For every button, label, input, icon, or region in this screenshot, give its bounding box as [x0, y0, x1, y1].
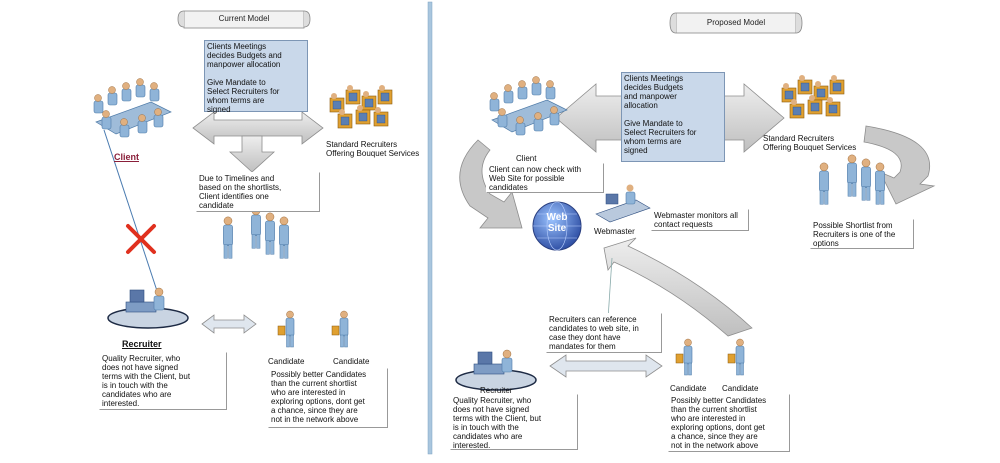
left-standard-recruiters-cubes: [329, 85, 393, 129]
left-timelines-box: Due to Timelines and based on the shortl…: [196, 172, 320, 212]
right-client-meeting-illustration-person-2: [503, 84, 514, 104]
right-recruiter-desk-illustration: [455, 349, 537, 391]
right-client-meeting-illustration-person-8: [533, 112, 544, 132]
webmaster-desk-illustration: [595, 184, 651, 223]
right-standard-recruiters-label: Standard Recruiters Offering Bouquet Ser…: [763, 134, 857, 152]
right-shortlist-person-3: [861, 158, 871, 201]
right-candidate-1-figure: [675, 338, 693, 376]
website-label: Web Site: [546, 212, 568, 234]
website-globe-icon: [532, 201, 582, 251]
right-client-meeting-illustration: [489, 76, 568, 136]
right-recruiters-ref-box: Recruiters can reference candidates to w…: [546, 313, 662, 353]
left-client-meeting-illustration-person-2: [107, 86, 118, 106]
right-webmaster-box: Webmaster monitors all contact requests: [651, 209, 749, 231]
right-client-meeting-illustration-person-9: [549, 106, 560, 126]
left-shortlist-person-3: [265, 212, 275, 255]
left-client-meeting-illustration-person-7: [119, 118, 130, 138]
right-upward-triangle-arrow: [603, 237, 753, 337]
right-shortlist-person-1: [819, 162, 829, 205]
right-shortlist-person-2: [847, 154, 857, 197]
left-client-meeting-illustration-person-8: [137, 114, 148, 134]
client-recruiter-link: [103, 129, 161, 301]
center-divider: [427, 1, 433, 455]
left-title-scroll: [177, 10, 311, 29]
left-candidate-2-figure: [331, 310, 349, 348]
left-recruiter-candidate-arrow: [201, 314, 257, 334]
right-standard-recruiters-cubes: [781, 75, 845, 119]
right-client-meeting-illustration-person-4: [531, 76, 542, 96]
right-candidate-2: Candidate: [722, 384, 759, 393]
left-standard-recruiters-label: Standard Recruiters Offering Bouquet Ser…: [326, 140, 420, 158]
left-client-meeting-illustration-person-9: [153, 108, 164, 128]
right-shortlist-box: Possible Shortlist from Recruiters is on…: [810, 219, 914, 249]
right-title: Proposed Model: [706, 18, 766, 27]
right-client-meeting-illustration-person-5: [545, 80, 556, 100]
right-candidate-2-figure: [727, 338, 745, 376]
right-candidate-1: Candidate: [670, 384, 707, 393]
right-webmaster-label: Webmaster: [594, 227, 635, 236]
left-meeting-box: Clients Meetings decides Budgets and man…: [204, 40, 308, 114]
right-recruiter-label: Recruiter: [480, 386, 513, 395]
right-recruiter-candidate-arrow: [549, 354, 663, 378]
left-client-meeting-illustration-person-4: [135, 78, 146, 98]
left-shortlist-person-1: [223, 216, 233, 259]
right-client-check-box: Client can now check with Web Site for p…: [486, 163, 604, 193]
red-cross-icon: [126, 224, 156, 254]
right-client-meeting-illustration-person-3: [517, 80, 528, 100]
left-shortlist-group: [223, 206, 289, 259]
left-shortlist-person-4: [279, 216, 289, 259]
right-shortlist-group: [819, 154, 885, 205]
left-client-meeting-illustration: [93, 78, 172, 138]
right-client-label: Client: [516, 154, 537, 163]
left-recruiter-label: Recruiter: [122, 339, 162, 349]
right-better-candidates-box: Possibly better Candidates than the curr…: [668, 394, 790, 452]
left-client-meeting-illustration-person-5: [149, 82, 160, 102]
right-title-scroll: [669, 12, 803, 34]
right-recruiter-box: Quality Recruiter, who does not have sig…: [450, 394, 578, 450]
left-client-meeting-illustration-person-1: [93, 94, 104, 114]
left-horizontal-double-arrow: [192, 111, 324, 145]
left-client-meeting-illustration-person-3: [121, 82, 132, 102]
left-title: Current Model: [218, 14, 270, 23]
right-recruiters-shortlist-curved-arrow: [863, 125, 936, 205]
right-client-website-curved-arrow: [459, 139, 523, 229]
right-client-meeting-illustration-person-6: [497, 108, 508, 128]
left-recruiter-box: Quality Recruiter, who does not have sig…: [99, 352, 227, 410]
left-client-meeting-illustration-person-6: [101, 110, 112, 130]
left-recruiter-desk-illustration: [107, 287, 189, 329]
left-candidate-2: Candidate: [333, 357, 370, 366]
left-candidate-1: Candidate: [268, 357, 305, 366]
left-down-arrow: [228, 135, 276, 173]
left-better-candidates-box: Possibly better Candidates than the curr…: [268, 368, 388, 428]
left-client-label: Client: [114, 152, 140, 162]
right-client-meeting-illustration-person-1: [489, 92, 500, 112]
right-meeting-box: Clients Meetings decides Budgets and man…: [621, 72, 725, 162]
left-candidate-1-figure: [277, 310, 295, 348]
right-client-meeting-illustration-person-7: [515, 116, 526, 136]
right-shortlist-person-4: [875, 162, 885, 205]
left-shortlist-person-2: [251, 206, 261, 249]
